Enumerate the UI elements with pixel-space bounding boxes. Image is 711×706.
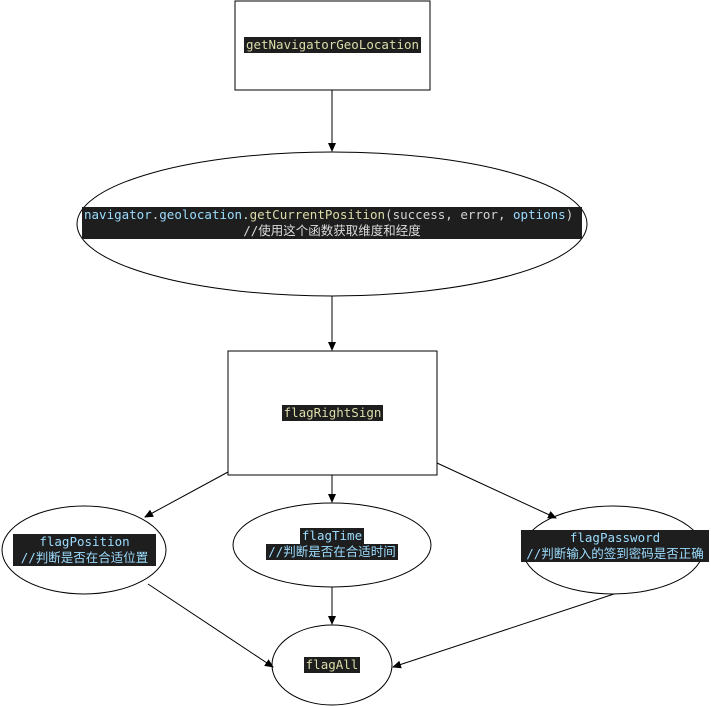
current-position-comment: //使用这个函数获取维度和经度: [243, 223, 421, 238]
time-node-label: flagTime //判断是否在合适时间: [232, 528, 432, 560]
current-position-code-block: navigator.geolocation.getCurrentPosition…: [82, 207, 582, 239]
code-dot-2: .: [242, 207, 250, 222]
position-code-block: flagPosition //判断是否在合适位置: [13, 534, 156, 566]
time-node-comment: //判断是否在合适时间: [266, 544, 398, 560]
code-paren-close: ): [565, 207, 574, 222]
edge-right-sign-to-position: [144, 471, 229, 518]
current-position-node-label: navigator.geolocation.getCurrentPosition…: [82, 207, 582, 239]
edge-right-sign-to-password: [436, 462, 557, 519]
all-node-label: flagAll: [272, 657, 392, 673]
code-dot-1: .: [151, 207, 160, 222]
password-node-label: flagPassword //判断输入的签到密码是否正确: [521, 530, 709, 562]
position-node-label: flagPosition //判断是否在合适位置: [13, 534, 156, 566]
right-sign-node-label: flagRightSign: [228, 405, 437, 421]
code-options: options: [513, 207, 566, 222]
password-node-comment: //判断输入的签到密码是否正确: [526, 546, 704, 561]
position-node-text: flagPosition: [39, 534, 130, 549]
code-method: getCurrentPosition: [249, 207, 386, 222]
position-node-comment: //判断是否在合适位置: [20, 550, 149, 565]
all-node-text: flagAll: [303, 657, 361, 673]
geo-node-text: getNavigatorGeoLocation: [243, 37, 422, 53]
password-code-block: flagPassword //判断输入的签到密码是否正确: [521, 530, 709, 562]
code-obj: navigator: [84, 207, 152, 222]
geo-node-label: getNavigatorGeoLocation: [235, 37, 430, 53]
code-paren-open: (: [385, 207, 393, 222]
edge-position-to-all: [147, 583, 274, 668]
right-sign-node-text: flagRightSign: [281, 405, 384, 421]
current-position-code-line: navigator.geolocation.getCurrentPosition…: [84, 207, 580, 223]
code-args: success, error,: [392, 207, 514, 222]
password-node-text: flagPassword: [569, 530, 661, 545]
edge-password-to-all: [392, 593, 615, 669]
time-node-text: flagTime: [299, 528, 365, 544]
code-prop: geolocation: [159, 207, 243, 222]
